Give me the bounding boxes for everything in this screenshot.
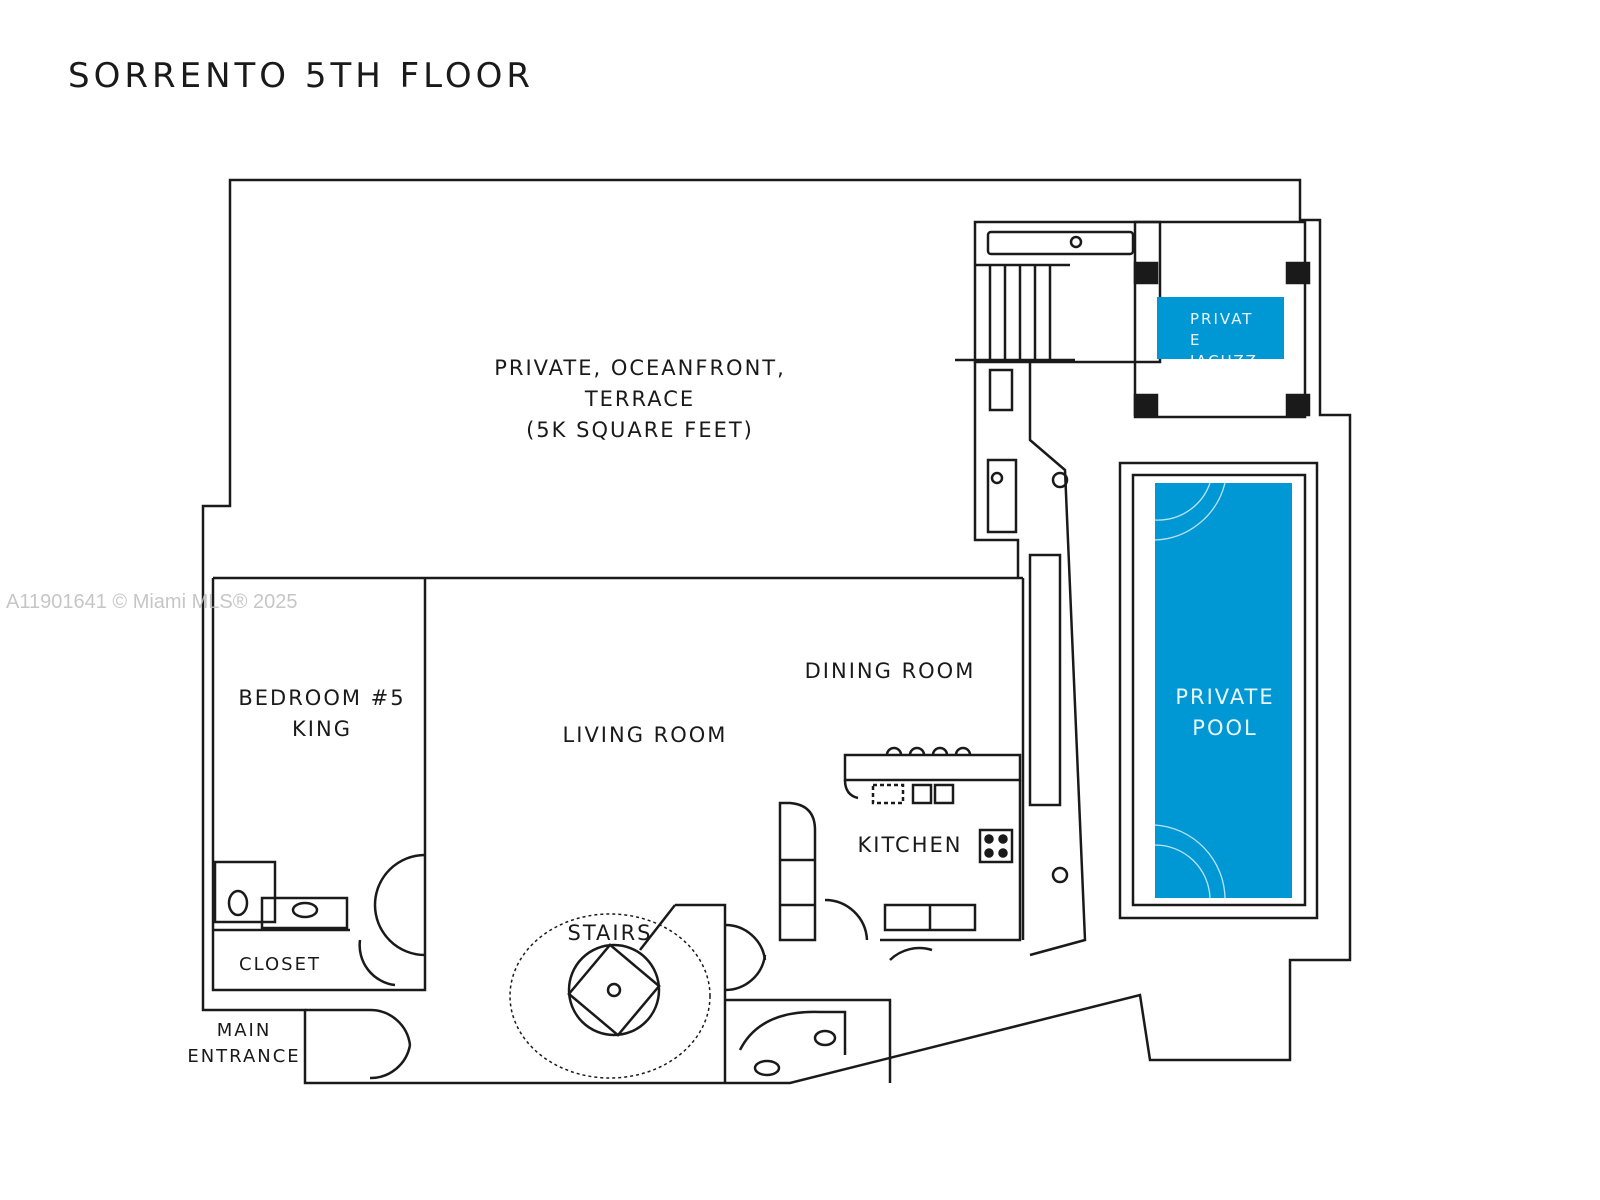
stairs-label: STAIRS	[567, 921, 652, 945]
dining-room-label: DINING ROOM	[805, 659, 976, 683]
pool-label-1: PRIVATE	[1175, 685, 1274, 709]
living-room-label: LIVING ROOM	[563, 723, 728, 747]
outer-wall	[201, 178, 1352, 1085]
entrance-label-1: MAIN	[217, 1020, 272, 1041]
jacuzzi-label-1: PRIVAT	[1190, 310, 1253, 328]
jacuzzi-water	[1157, 297, 1284, 359]
watermark: A11901641 © Miami MLS® 2025	[6, 591, 297, 613]
jacuzzi-label-2: E	[1190, 331, 1201, 349]
terrace-label-3: (5K SQUARE FEET)	[526, 418, 754, 442]
closet-label: CLOSET	[239, 954, 321, 975]
pool-label-2: POOL	[1192, 716, 1257, 740]
page-title: SORRENTO 5TH FLOOR	[68, 56, 535, 96]
kitchen-label: KITCHEN	[858, 833, 963, 857]
terrace-label-1: PRIVATE, OCEANFRONT,	[494, 356, 786, 380]
bedroom-label-1: BEDROOM #5	[238, 686, 405, 710]
jacuzzi-label-3: JACUZZ	[1189, 352, 1258, 370]
entrance-label-2: ENTRANCE	[187, 1046, 300, 1067]
bedroom-label-2: KING	[292, 717, 352, 741]
terrace-label-2: TERRACE	[584, 387, 695, 411]
pool-water	[1155, 483, 1292, 898]
